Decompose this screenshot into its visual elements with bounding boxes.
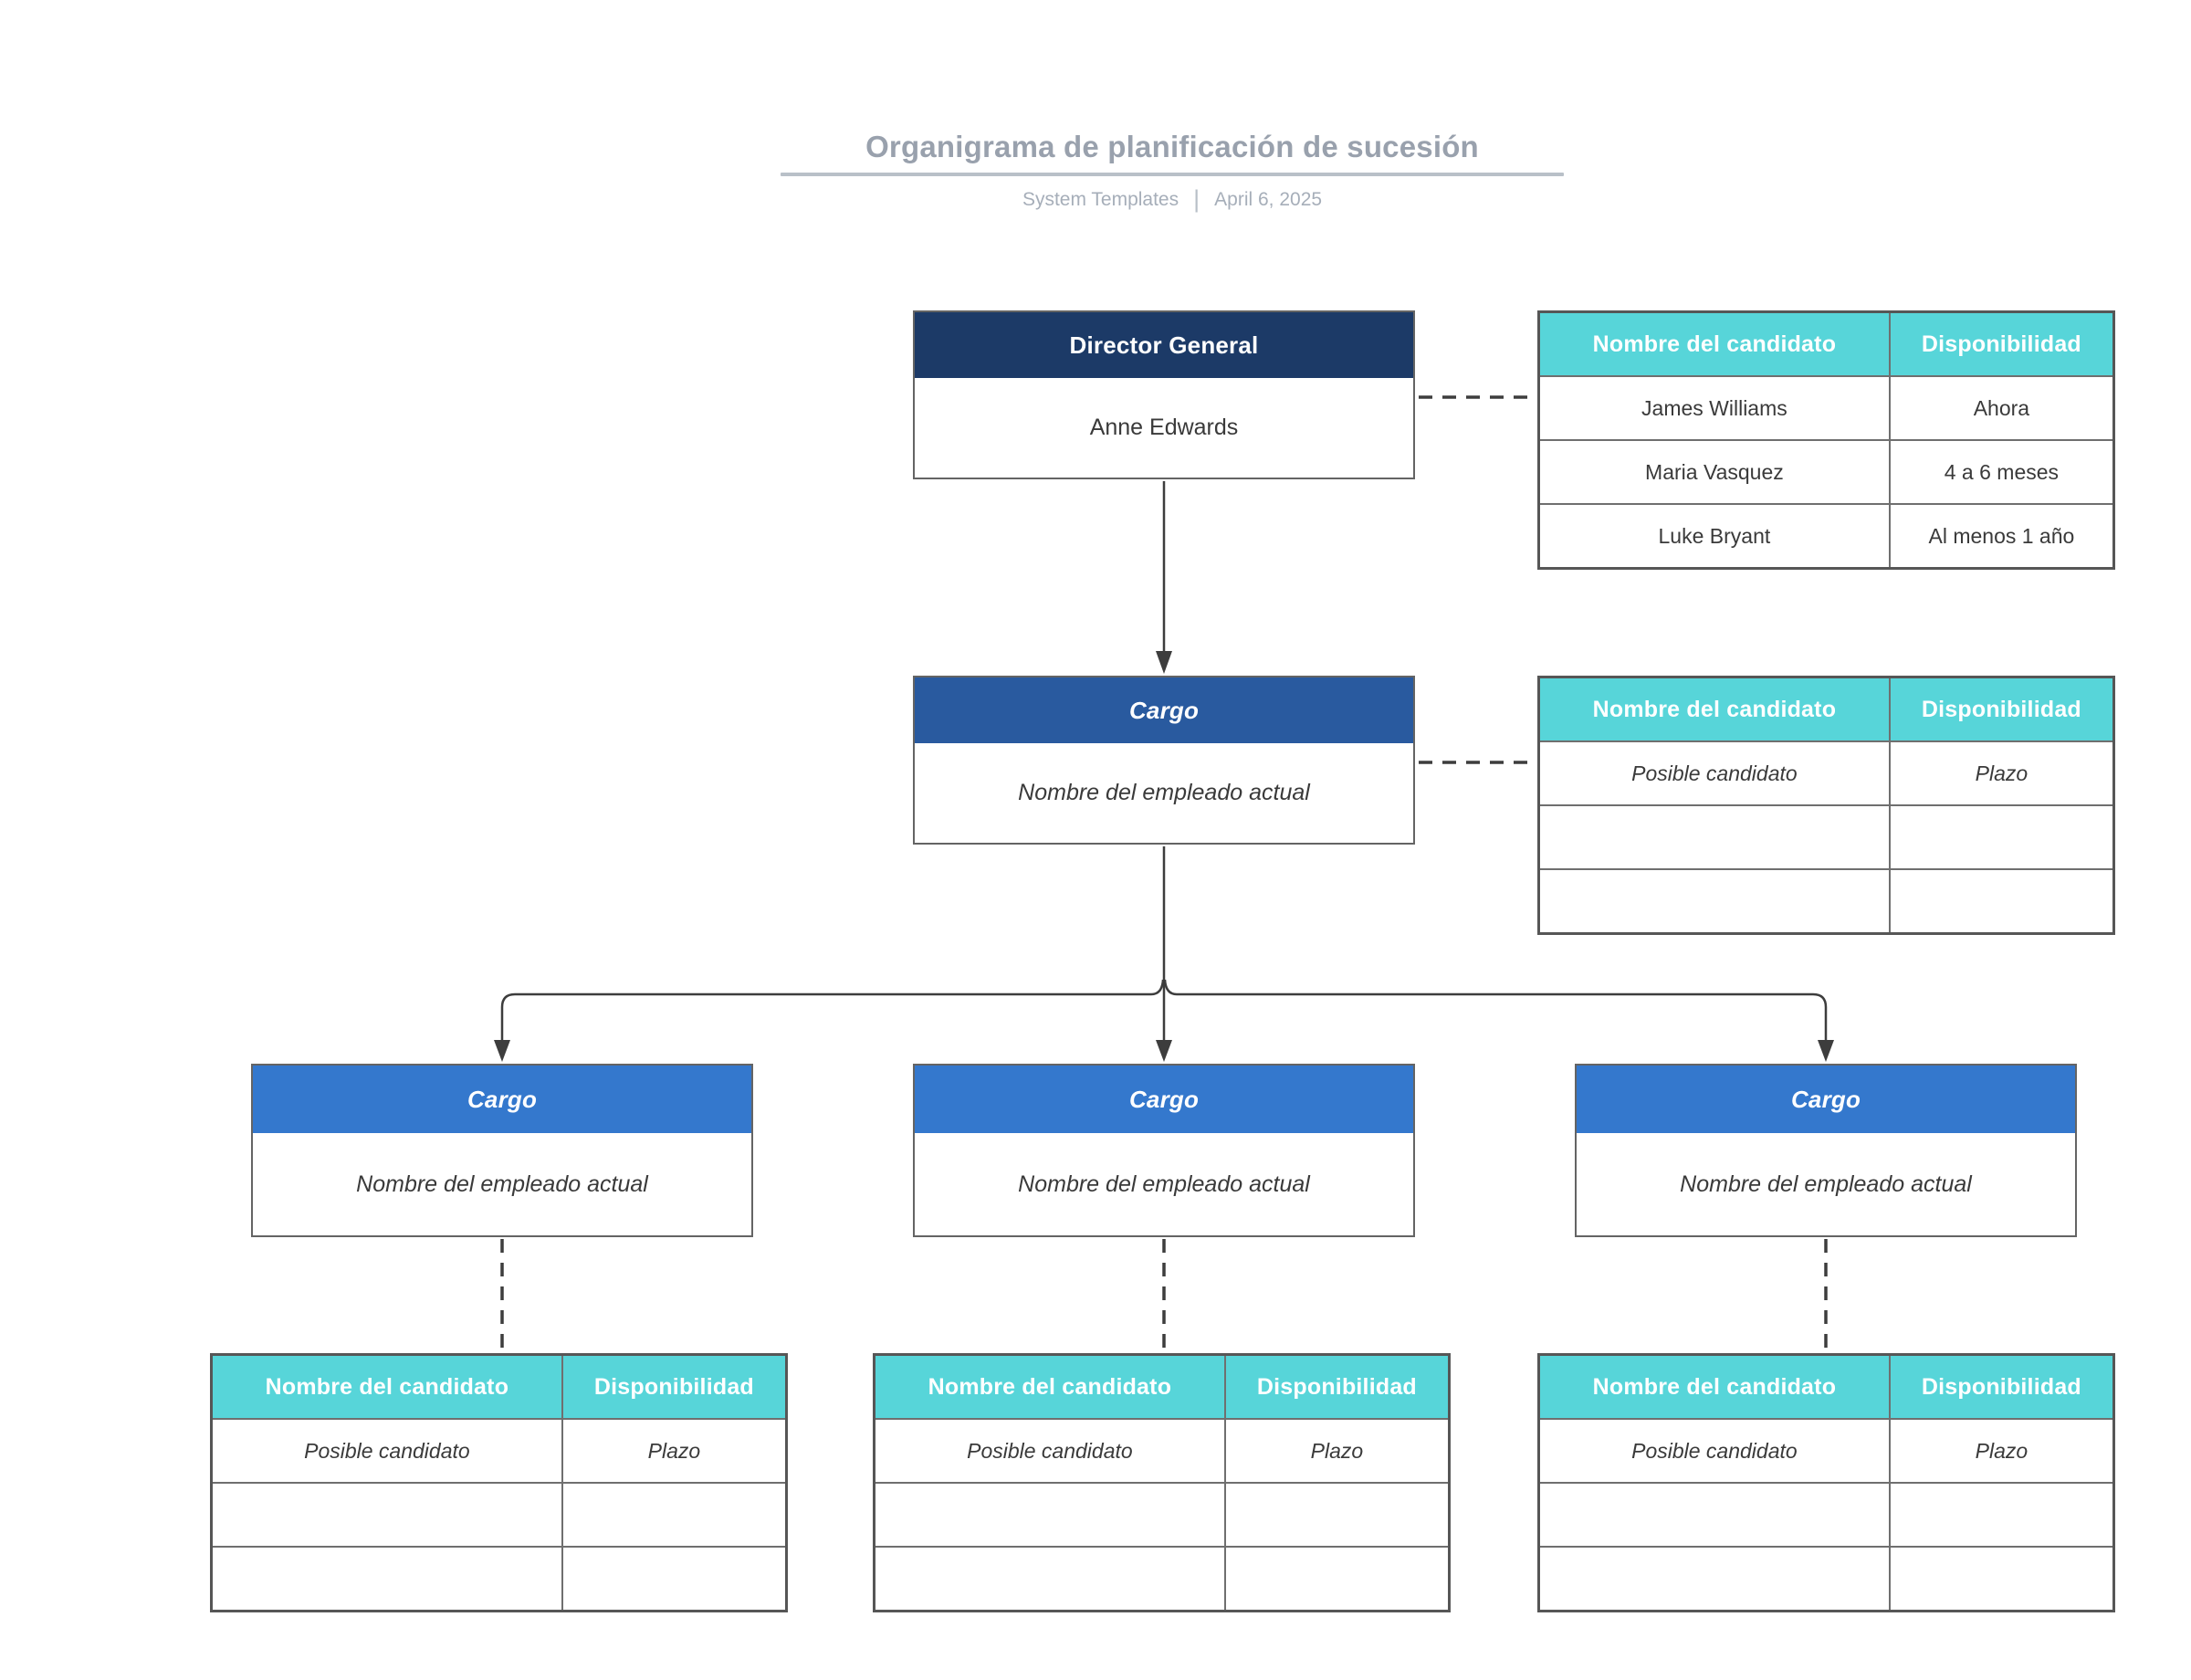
table-row — [1537, 1546, 2115, 1612]
cell-availability — [1223, 1482, 1451, 1548]
col-availability: Disponibilidad — [1223, 1353, 1451, 1420]
table-row — [873, 1482, 1451, 1548]
cell-availability: Ahora — [1888, 375, 2115, 441]
candidate-table-branch-1[interactable]: Nombre del candidato Disponibilidad Posi… — [210, 1353, 788, 1612]
cell-candidate-name — [1537, 868, 1891, 935]
org-node-branch-2[interactable]: Cargo Nombre del empleado actual — [913, 1064, 1415, 1237]
org-node-director-general[interactable]: Director General Anne Edwards — [913, 310, 1415, 479]
org-node-branch-3[interactable]: Cargo Nombre del empleado actual — [1575, 1064, 2077, 1237]
cell-candidate-name — [1537, 1546, 1891, 1612]
table-row — [1537, 1482, 2115, 1548]
cell-candidate-name — [210, 1482, 563, 1548]
col-availability: Disponibilidad — [1888, 676, 2115, 742]
cell-candidate-name: Posible candidato — [873, 1418, 1226, 1484]
table-row: Maria Vasquez 4 a 6 meses — [1537, 439, 2115, 505]
table-row: Posible candidato Plazo — [1537, 740, 2115, 806]
cell-candidate-name — [210, 1546, 563, 1612]
byline-text: System Templates — [1022, 189, 1179, 211]
cell-availability: Plazo — [1223, 1418, 1451, 1484]
table-row: James Williams Ahora — [1537, 375, 2115, 441]
arrow-down-icon — [1818, 1040, 1834, 1062]
table-header-row: Nombre del candidato Disponibilidad — [1537, 1353, 2115, 1420]
org-node-level2[interactable]: Cargo Nombre del empleado actual — [913, 676, 1415, 845]
title-block: Organigrama de planificación de sucesión… — [781, 130, 1564, 213]
col-availability: Disponibilidad — [1888, 310, 2115, 377]
node-title: Cargo — [915, 1066, 1413, 1133]
cell-candidate-name: Posible candidato — [1537, 1418, 1891, 1484]
date-text: April 6, 2025 — [1214, 189, 1323, 211]
node-employee: Anne Edwards — [1089, 415, 1239, 440]
cell-availability — [1888, 1546, 2115, 1612]
table-row: Posible candidato Plazo — [210, 1418, 788, 1484]
node-employee: Nombre del empleado actual — [1018, 780, 1310, 805]
cell-availability: Plazo — [1888, 740, 2115, 806]
col-availability: Disponibilidad — [1888, 1353, 2115, 1420]
cell-candidate-name — [873, 1546, 1226, 1612]
candidate-table-level2[interactable]: Nombre del candidato Disponibilidad Posi… — [1537, 676, 2115, 935]
cell-availability: 4 a 6 meses — [1888, 439, 2115, 505]
byline-separator: | — [1193, 184, 1200, 213]
cell-availability — [1223, 1546, 1451, 1612]
col-candidate-name: Nombre del candidato — [1537, 310, 1891, 377]
subtitle: System Templates | April 6, 2025 — [781, 184, 1564, 213]
node-title: Cargo — [253, 1066, 751, 1133]
cell-availability — [1888, 804, 2115, 870]
candidate-table-branch-3[interactable]: Nombre del candidato Disponibilidad Posi… — [1537, 1353, 2115, 1612]
col-candidate-name: Nombre del candidato — [1537, 676, 1891, 742]
cell-candidate-name — [873, 1482, 1226, 1548]
table-header-row: Nombre del candidato Disponibilidad — [1537, 676, 2115, 742]
col-candidate-name: Nombre del candidato — [873, 1353, 1226, 1420]
cell-availability — [1888, 868, 2115, 935]
cell-candidate-name — [1537, 804, 1891, 870]
cell-availability: Plazo — [561, 1418, 788, 1484]
arrow-down-icon — [1156, 1040, 1172, 1062]
table-row — [210, 1546, 788, 1612]
cell-candidate-name: Maria Vasquez — [1537, 439, 1891, 505]
table-row — [1537, 804, 2115, 870]
cell-candidate-name — [1537, 1482, 1891, 1548]
candidate-table-director[interactable]: Nombre del candidato Disponibilidad Jame… — [1537, 310, 2115, 570]
cell-availability: Plazo — [1888, 1418, 2115, 1484]
cell-candidate-name: Luke Bryant — [1537, 503, 1891, 570]
arrow-down-icon — [1156, 651, 1172, 674]
col-candidate-name: Nombre del candidato — [210, 1353, 563, 1420]
org-node-branch-1[interactable]: Cargo Nombre del empleado actual — [251, 1064, 753, 1237]
table-row: Posible candidato Plazo — [1537, 1418, 2115, 1484]
cell-availability — [561, 1546, 788, 1612]
node-title: Cargo — [1577, 1066, 2075, 1133]
title-underline — [781, 172, 1564, 176]
cell-availability: Al menos 1 año — [1888, 503, 2115, 570]
cell-availability — [1888, 1482, 2115, 1548]
table-row: Luke Bryant Al menos 1 año — [1537, 503, 2115, 570]
arrow-down-icon — [494, 1040, 510, 1062]
cell-candidate-name: Posible candidato — [210, 1418, 563, 1484]
table-header-row: Nombre del candidato Disponibilidad — [1537, 310, 2115, 377]
col-candidate-name: Nombre del candidato — [1537, 1353, 1891, 1420]
node-employee: Nombre del empleado actual — [356, 1171, 648, 1197]
table-row — [873, 1546, 1451, 1612]
candidate-table-branch-2[interactable]: Nombre del candidato Disponibilidad Posi… — [873, 1353, 1451, 1612]
table-row — [1537, 868, 2115, 935]
col-availability: Disponibilidad — [561, 1353, 788, 1420]
page-title: Organigrama de planificación de sucesión — [865, 130, 1479, 163]
cell-candidate-name: James Williams — [1537, 375, 1891, 441]
node-employee: Nombre del empleado actual — [1018, 1171, 1310, 1197]
node-title: Director General — [915, 312, 1413, 378]
table-header-row: Nombre del candidato Disponibilidad — [210, 1353, 788, 1420]
node-title: Cargo — [915, 677, 1413, 743]
table-header-row: Nombre del candidato Disponibilidad — [873, 1353, 1451, 1420]
cell-availability — [561, 1482, 788, 1548]
table-row: Posible candidato Plazo — [873, 1418, 1451, 1484]
cell-candidate-name: Posible candidato — [1537, 740, 1891, 806]
table-row — [210, 1482, 788, 1548]
node-employee: Nombre del empleado actual — [1680, 1171, 1972, 1197]
